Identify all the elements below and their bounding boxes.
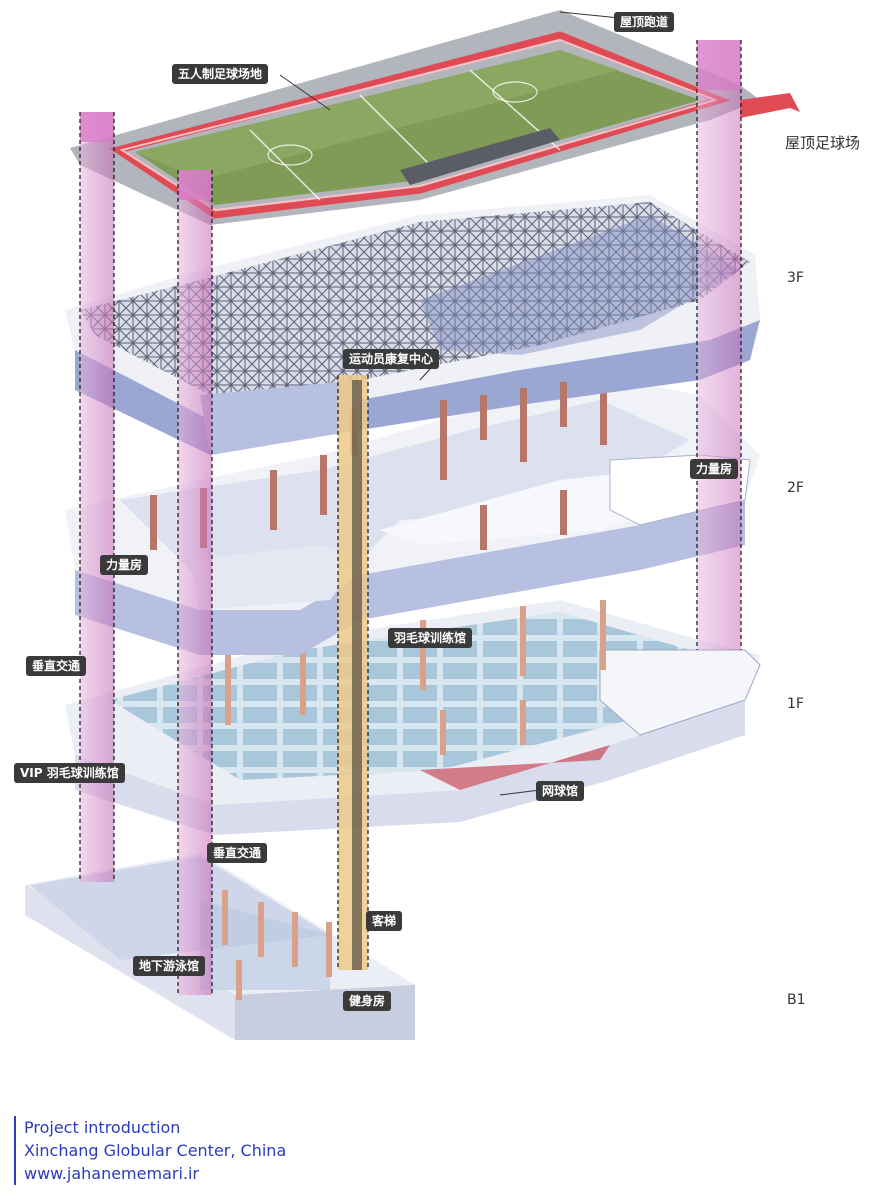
- underground-pool-label: 地下游泳馆: [133, 956, 206, 976]
- badminton-hall-label: 羽毛球训练馆: [388, 628, 473, 648]
- floor-label-b1: B1: [787, 992, 806, 1008]
- core-center: [177, 170, 213, 995]
- vip-badminton-label: VIP 羽毛球训练馆: [14, 763, 125, 783]
- roof-field-label: 屋顶足球场: [785, 134, 861, 152]
- core-right: [696, 40, 742, 650]
- project-intro: Project introduction Xinchang Globular C…: [14, 1116, 286, 1185]
- five-a-side-label: 五人制足球场地: [172, 64, 269, 84]
- gym-label: 健身房: [343, 991, 392, 1011]
- intro-project-name: Xinchang Globular Center, China: [24, 1141, 287, 1160]
- intro-website-link[interactable]: www.jahanememari.ir: [24, 1164, 200, 1183]
- roof-field: [70, 10, 800, 225]
- vertical-circulation-left-label: 垂直交通: [26, 656, 87, 676]
- weight-room-right-label: 力量房: [690, 459, 739, 479]
- tennis-hall-label: 网球馆: [536, 781, 585, 801]
- rehab-center-label: 运动员康复中心: [343, 349, 440, 369]
- vertical-circulation-b1-label: 垂直交通: [207, 843, 268, 863]
- 3f-floor: [65, 195, 760, 455]
- floor-label-2f: 2F: [787, 480, 804, 496]
- core-left: [79, 112, 115, 882]
- weight-room-left-label: 力量房: [100, 555, 149, 575]
- passenger-elevator-label: 客梯: [366, 911, 403, 931]
- elevator-shaft: [337, 375, 369, 970]
- 1f-floor: [65, 600, 761, 835]
- roof-track-label: 屋顶跑道: [614, 12, 675, 32]
- floor-label-1f: 1F: [787, 696, 804, 712]
- floor-label-3f: 3F: [787, 270, 804, 286]
- intro-title: Project introduction: [24, 1118, 181, 1137]
